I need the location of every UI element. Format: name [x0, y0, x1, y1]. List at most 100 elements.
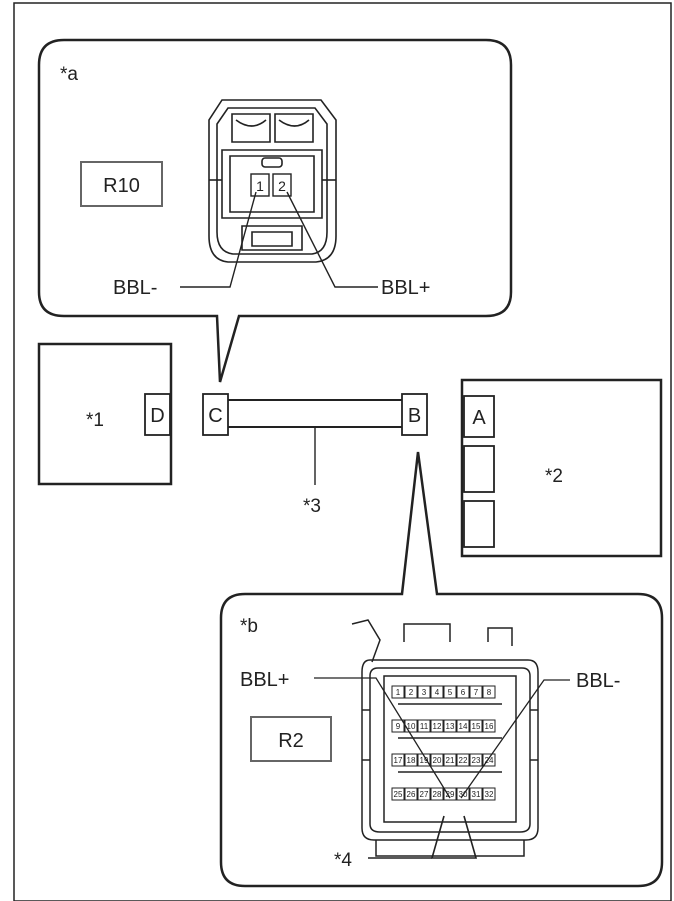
- pin-label-20: 20: [433, 756, 442, 765]
- pin-label-3: 3: [422, 688, 427, 697]
- pin-label-14: 14: [459, 722, 468, 731]
- pin-cell-23: [469, 753, 483, 767]
- pin-cell-1: [391, 685, 405, 699]
- pin-label-5: 5: [448, 688, 453, 697]
- feature-4-marker: *4: [334, 850, 352, 871]
- connector-b-label: B: [408, 405, 421, 427]
- pin-cell-28: [430, 787, 444, 801]
- pin-label-8: 8: [487, 688, 492, 697]
- leader-bbl-plus-a: [286, 191, 378, 288]
- pin-label-32: 32: [485, 790, 494, 799]
- connector-d-label: D: [150, 405, 164, 427]
- pin-label-1: 1: [396, 688, 401, 697]
- callout-a-label-left: BBL-: [113, 277, 157, 299]
- pin-cell-15: [469, 719, 483, 733]
- callout-a-marker: *a: [60, 64, 78, 85]
- callout-b-label-right: BBL-: [576, 670, 620, 692]
- callout-a-label-right: BBL+: [381, 277, 430, 299]
- callout-b-marker: *b: [240, 616, 258, 637]
- component-2: *2 A: [460, 378, 663, 558]
- pin-label-7: 7: [474, 688, 479, 697]
- pin-label-2: 2: [278, 178, 286, 194]
- pin-cell-21: [443, 753, 457, 767]
- pin-cell-13: [443, 719, 457, 733]
- connector-b-box: [401, 393, 428, 436]
- component-2-box: [460, 378, 663, 558]
- component-1-marker: *1: [86, 410, 104, 431]
- pin-label-31: 31: [472, 790, 481, 799]
- pin-cell-16: [482, 719, 496, 733]
- pin-cell-19: [417, 753, 431, 767]
- pin-cell-17: [391, 753, 405, 767]
- connector-code-r2: R2: [278, 730, 304, 752]
- callout-a: *a R10 1 2 BBL- BBL+: [37, 38, 513, 383]
- pin-cell-26: [404, 787, 418, 801]
- component-1: *1 D: [37, 342, 173, 486]
- pin-cell-14: [456, 719, 470, 733]
- connector-r2-drawing: [351, 619, 539, 857]
- pin-label-22: 22: [459, 756, 468, 765]
- pin-label-17: 17: [394, 756, 403, 765]
- callout-a-bubble: [37, 38, 513, 383]
- pin-label-24: 24: [485, 756, 494, 765]
- pin-label-9: 9: [396, 722, 401, 731]
- pin-label-28: 28: [433, 790, 442, 799]
- pin-cell-6: [456, 685, 470, 699]
- leader-bbl-minus-a: [180, 191, 257, 288]
- feature-4-shape: [430, 815, 478, 859]
- pin-cell-31: [469, 787, 483, 801]
- pin-label-15: 15: [472, 722, 481, 731]
- pin-cell-22: [456, 753, 470, 767]
- connector-slot-2: [463, 445, 495, 493]
- pin-cell-2: [404, 685, 418, 699]
- pin-cell-20: [430, 753, 444, 767]
- pin-cell-25: [391, 787, 405, 801]
- pin-cell-1: [250, 173, 270, 197]
- pin-cell-7: [469, 685, 483, 699]
- leader-bbl-minus-b: [460, 679, 570, 799]
- pin-label-29: 29: [446, 790, 455, 799]
- pin-cell-8: [482, 685, 496, 699]
- callout-b-label-left: BBL+: [240, 669, 289, 691]
- connector-code-box-r2: [250, 716, 332, 762]
- pin-label-12: 12: [433, 722, 442, 731]
- pin-label-16: 16: [485, 722, 494, 731]
- pin-label-27: 27: [420, 790, 429, 799]
- harness-body: [221, 399, 408, 428]
- pin-cell-11: [417, 719, 431, 733]
- pin-cell-9: [391, 719, 405, 733]
- pin-cell-3: [417, 685, 431, 699]
- pin-label-6: 6: [461, 688, 466, 697]
- pin-cell-12: [430, 719, 444, 733]
- callout-b-bubble: [219, 451, 664, 888]
- component-3-harness: C B *3: [202, 393, 428, 517]
- connector-code-r10: R10: [103, 175, 140, 197]
- pin-cell-2: [272, 173, 292, 197]
- connector-code-box-r10: [80, 161, 163, 207]
- pin-label-1: 1: [256, 178, 264, 194]
- component-3-marker: *3: [303, 496, 321, 517]
- pin-label-18: 18: [407, 756, 416, 765]
- connector-c-label: C: [208, 405, 222, 427]
- pin-label-25: 25: [394, 790, 403, 799]
- pin-cell-29: [443, 787, 457, 801]
- connector-a-box: [463, 395, 495, 438]
- component-2-marker: *2: [545, 466, 563, 487]
- pin-cell-18: [404, 753, 418, 767]
- pin-cell-4: [430, 685, 444, 699]
- pin-label-21: 21: [446, 756, 455, 765]
- pin-label-13: 13: [446, 722, 455, 731]
- pin-label-11: 11: [420, 722, 429, 731]
- pin-label-10: 10: [407, 722, 416, 731]
- pin-label-19: 19: [420, 756, 429, 765]
- pin-cell-5: [443, 685, 457, 699]
- pin-label-26: 26: [407, 790, 416, 799]
- connector-a-label: A: [472, 407, 486, 429]
- connector-slot-3: [463, 500, 495, 548]
- pin-label-4: 4: [435, 688, 440, 697]
- pin-cell-32: [482, 787, 496, 801]
- connector-c-box: [202, 393, 229, 436]
- pin-label-2: 2: [409, 688, 414, 697]
